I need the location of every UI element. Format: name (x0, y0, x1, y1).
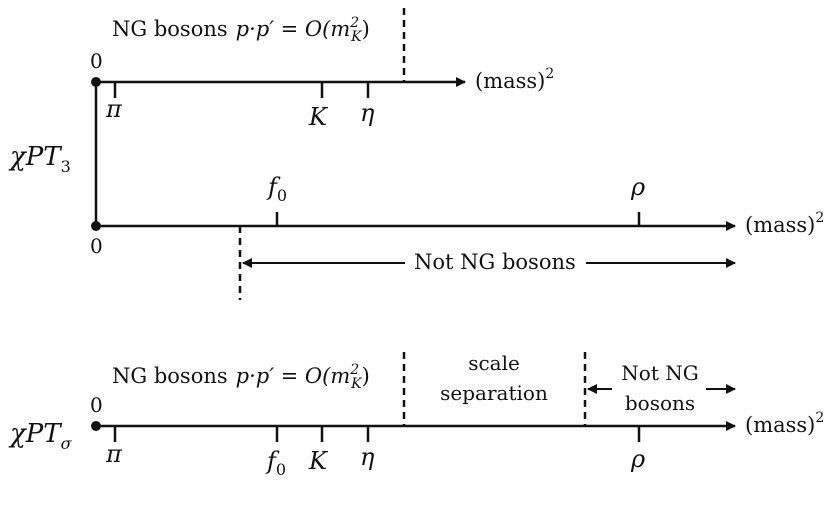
axis3-origin-label: 0 (90, 393, 103, 417)
axis3-particle-f0: f0 (265, 447, 286, 479)
axis1-origin-label: 0 (90, 49, 103, 73)
axis3-particle-pi: π (105, 440, 123, 468)
axis2-label: (mass)2 (745, 210, 824, 237)
scale-separation-line1: scale (468, 351, 520, 375)
chipt-sigma-label: χPTσ (8, 419, 73, 453)
axis1-particle-eta: η (360, 99, 375, 127)
bottom-not-ng-line2: bosons (625, 391, 695, 415)
not-ng-label: Not NG bosons (414, 250, 576, 274)
axis1-label: (mass)2 (475, 66, 554, 93)
scale-separation-line2: separation (440, 381, 548, 405)
axis2-particle-f0: f0 (266, 173, 287, 205)
bottom-not-ng-line1: Not NG (621, 361, 698, 385)
axis3-label: (mass)2 (745, 410, 824, 437)
axis3-particle-eta: η (360, 443, 375, 471)
axis2-particle-rho: ρ (630, 173, 645, 201)
axis1-particle-pi: π (105, 95, 123, 123)
chipt3-label: χPT3 (8, 142, 71, 176)
axis2-origin-label: 0 (90, 234, 103, 258)
axis3-particle-k: K (308, 447, 329, 475)
axis1-particle-k: K (308, 103, 329, 131)
axis3-particle-rho: ρ (630, 445, 645, 473)
